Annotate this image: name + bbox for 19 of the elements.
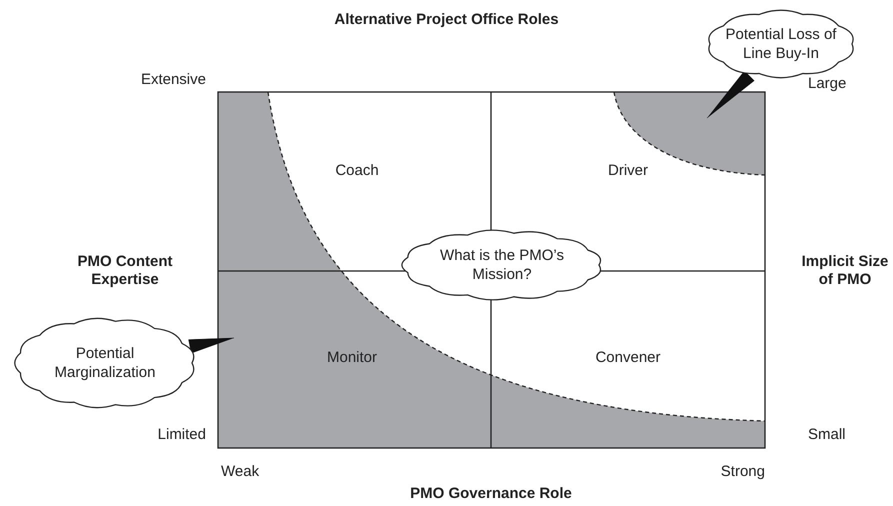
axis-end-label: Weak bbox=[221, 463, 260, 481]
callout-pointer bbox=[706, 70, 754, 118]
axis-end-label: Strong bbox=[720, 463, 765, 481]
quadrant-label: Convener bbox=[595, 349, 661, 367]
quadrant-label: Coach bbox=[335, 162, 379, 180]
callout-text: Potential Loss of Line Buy-In bbox=[724, 25, 838, 63]
callout-text: Potential Marginalization bbox=[54, 344, 156, 382]
callout-text: What is the PMO’s Mission? bbox=[439, 246, 565, 284]
axis-title: PMO Governance Role bbox=[410, 485, 572, 503]
quadrant-label: Monitor bbox=[326, 349, 378, 367]
axis-title: PMO Content Expertise bbox=[76, 253, 174, 289]
axis-title: Implicit Size of PMO bbox=[800, 253, 890, 289]
axis-end-label: Large bbox=[808, 75, 846, 93]
axis-end-label: Limited bbox=[158, 426, 206, 444]
axis-end-label: Extensive bbox=[140, 71, 206, 89]
axis-end-label: Small bbox=[808, 426, 846, 444]
callout-pointer bbox=[188, 338, 234, 354]
quadrant-label: Driver bbox=[608, 162, 648, 180]
diagram-title: Alternative Project Office Roles bbox=[333, 11, 560, 29]
